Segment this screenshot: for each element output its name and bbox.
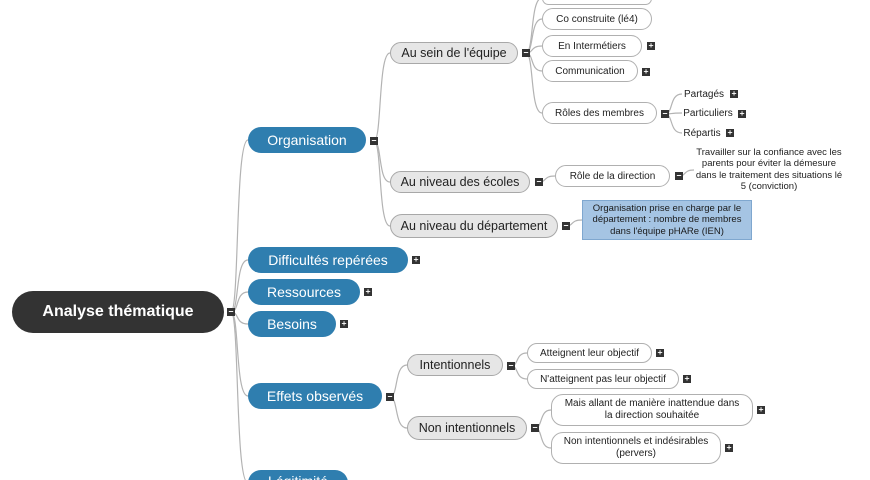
collapse-toggle-icon[interactable]: − (675, 171, 683, 180)
expand-toggle-icon[interactable]: + (412, 255, 420, 264)
expand-toggle-icon[interactable]: + (683, 374, 691, 383)
collapse-toggle-icon[interactable]: − (522, 48, 530, 57)
collapse-toggle-icon[interactable]: − (661, 109, 669, 118)
node-effets-observes[interactable]: Effets observés (248, 383, 382, 409)
collapse-toggle-icon[interactable]: − (535, 177, 543, 186)
node-non-intentionnels[interactable]: Non intentionnels (407, 416, 527, 440)
node-communication[interactable]: Communication (542, 60, 638, 82)
node-inattendue[interactable]: Mais allant de manière inattendue dans l… (551, 394, 753, 426)
collapse-toggle-icon[interactable]: − (370, 136, 378, 145)
collapse-toggle-icon[interactable]: − (562, 221, 570, 230)
node-organisation[interactable]: Organisation (248, 127, 366, 153)
departement-note: Organisation prise en charge par le dépa… (582, 200, 752, 240)
node-intermetiers[interactable]: En Intermétiers (542, 35, 642, 57)
node-n-atteignent[interactable]: N'atteignent pas leur objectif (527, 369, 679, 389)
root-node[interactable]: Analyse thématique (12, 291, 224, 333)
node-partages[interactable]: Partagés (683, 88, 725, 100)
node-ressources[interactable]: Ressources (248, 279, 360, 305)
expand-toggle-icon[interactable]: + (726, 128, 734, 137)
node-difficultes[interactable]: Difficultés repérées (248, 247, 408, 273)
node-co-construite[interactable]: Co construite (lé4) (542, 8, 652, 30)
connector-line (525, 0, 540, 54)
node-truncated-top[interactable] (542, 0, 652, 5)
node-niveau-ecoles[interactable]: Au niveau des écoles (390, 171, 530, 193)
node-au-sein-equipe[interactable]: Au sein de l'équipe (390, 42, 518, 64)
node-roles-membres[interactable]: Rôles des membres (542, 102, 657, 124)
expand-toggle-icon[interactable]: + (738, 109, 746, 118)
collapse-toggle-icon[interactable]: − (531, 423, 539, 432)
connector-line (389, 396, 408, 429)
node-particuliers[interactable]: Particuliers (683, 107, 733, 119)
expand-toggle-icon[interactable]: + (757, 405, 765, 414)
collapse-toggle-icon[interactable]: − (386, 392, 394, 401)
node-niveau-departement[interactable]: Au niveau du département (390, 214, 558, 238)
node-legitimite[interactable]: Légitimité (248, 470, 348, 480)
node-intentionnels[interactable]: Intentionnels (407, 354, 503, 376)
collapse-toggle-icon[interactable]: − (507, 361, 515, 370)
expand-toggle-icon[interactable]: + (656, 348, 664, 357)
node-indesirables[interactable]: Non intentionnels et indésirables (perve… (551, 432, 721, 464)
connector-line (525, 52, 543, 114)
connector-line (230, 139, 249, 313)
expand-toggle-icon[interactable]: + (730, 89, 738, 98)
expand-toggle-icon[interactable]: + (340, 319, 348, 328)
expand-toggle-icon[interactable]: + (364, 287, 372, 296)
connector-line (373, 140, 391, 227)
node-atteignent[interactable]: Atteignent leur objectif (527, 343, 652, 363)
direction-note-text: Travailler sur la confiance avec les par… (695, 147, 843, 193)
collapse-toggle-icon[interactable]: − (227, 307, 235, 316)
node-repartis[interactable]: Répartis (683, 127, 721, 139)
connector-line (373, 52, 391, 142)
node-role-direction[interactable]: Rôle de la direction (555, 165, 670, 187)
expand-toggle-icon[interactable]: + (647, 41, 655, 50)
expand-toggle-icon[interactable]: + (725, 443, 733, 452)
connector-line (230, 311, 246, 480)
expand-toggle-icon[interactable]: + (642, 67, 650, 76)
node-besoins[interactable]: Besoins (248, 311, 336, 337)
